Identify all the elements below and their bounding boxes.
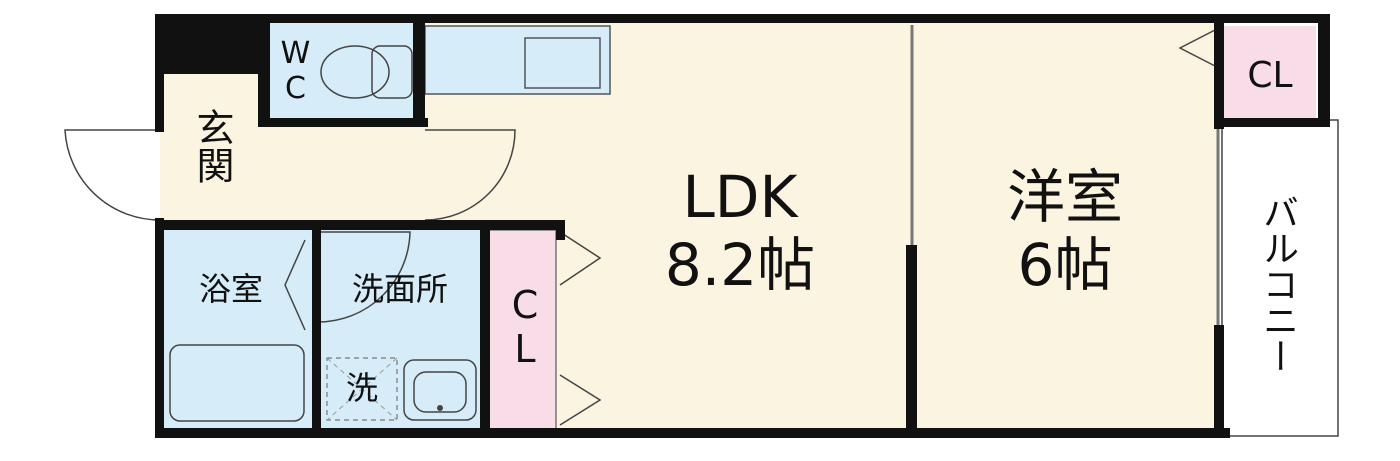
wc-label: WC	[278, 36, 313, 106]
ldk-door	[424, 129, 516, 221]
balcony-label: バルコニー	[1257, 194, 1298, 374]
entrance-door	[64, 129, 161, 221]
walls	[155, 14, 1330, 438]
sink	[524, 37, 601, 89]
washroom-floor	[318, 230, 481, 430]
wash-basin	[403, 359, 477, 421]
ldk-size: 8.2帖	[664, 231, 816, 299]
closet-ldk-label: CL	[503, 283, 547, 371]
closet-western-label: CL	[1247, 55, 1293, 96]
closet-door-1	[559, 231, 602, 286]
bath-door	[284, 239, 306, 331]
bath-label: 浴室	[198, 270, 263, 308]
hall-floor	[265, 125, 425, 225]
washroom-door	[317, 231, 411, 323]
western-floor	[915, 22, 1220, 432]
toilet-tank	[371, 45, 413, 99]
bath-floor	[162, 230, 312, 430]
washer-space	[326, 357, 398, 421]
wc-floor	[270, 22, 420, 122]
bathtub	[169, 344, 305, 422]
cl-western-door	[1178, 29, 1216, 67]
closet-door-2	[559, 374, 602, 426]
toilet-bowl	[320, 45, 390, 99]
closet-western	[1222, 26, 1316, 120]
entrance-label: 玄関	[190, 108, 234, 184]
ldk-name: LDK	[682, 163, 798, 231]
washroom-label: 洗面所	[351, 270, 448, 308]
western-size: 6帖	[1017, 231, 1113, 299]
entrance-floor	[160, 72, 265, 225]
western-name: 洋室	[1006, 163, 1123, 231]
kitchen-counter	[424, 25, 611, 95]
washer-label: 洗	[345, 369, 378, 407]
